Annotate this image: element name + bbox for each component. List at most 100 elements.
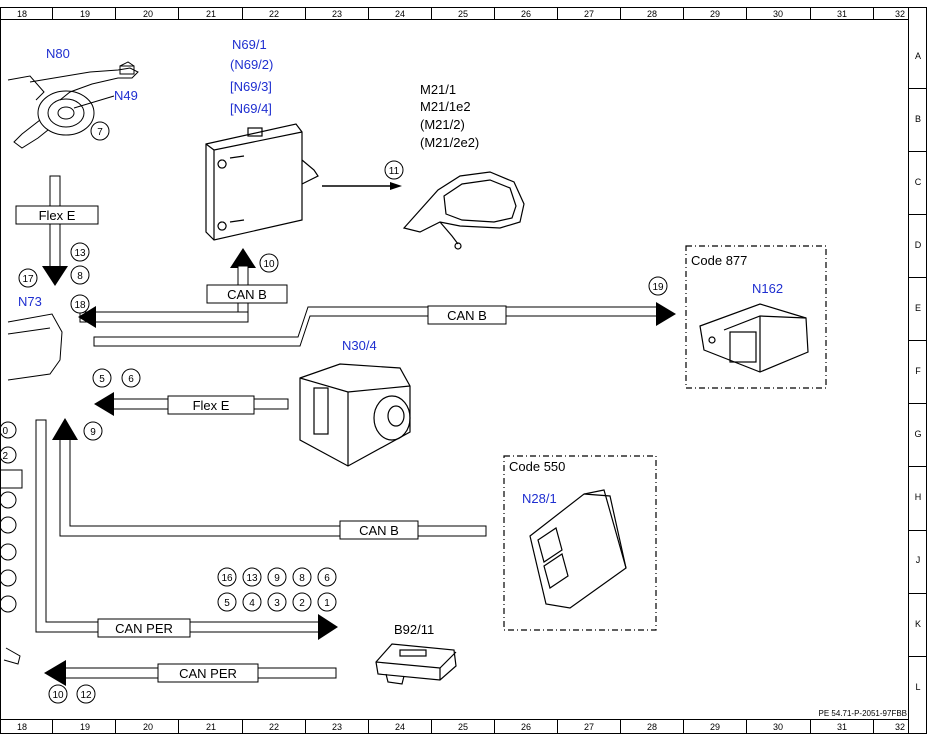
marker-16 xyxy=(217,567,237,587)
row-label: C xyxy=(915,177,922,187)
marker-3 xyxy=(267,592,287,612)
label-code-877: Code 877 xyxy=(691,253,747,268)
marker-text: 10 xyxy=(52,690,64,701)
marker-text: 7 xyxy=(97,127,103,138)
marker-19 xyxy=(648,276,668,296)
edge-marker: 0 xyxy=(2,426,8,437)
col-label: 18 xyxy=(17,722,27,732)
can-b-n69-arrow xyxy=(78,248,288,328)
bus-label-can-b-n28: CAN B xyxy=(359,523,399,538)
marker-4 xyxy=(242,592,262,612)
col-label: 23 xyxy=(332,9,342,19)
document-reference: PE 54.71-P-2051-97FBB xyxy=(819,709,908,718)
col-label: 31 xyxy=(837,9,847,19)
circled-markers xyxy=(18,121,668,704)
marker-10 xyxy=(259,253,279,273)
marker-text: 10 xyxy=(263,259,275,270)
edge-marker: 2 xyxy=(2,451,8,462)
bus-label-can-per-bottom: CAN PER xyxy=(179,666,237,681)
row-label: A xyxy=(915,51,921,61)
col-label: 18 xyxy=(17,9,27,19)
col-label: 32 xyxy=(895,9,905,19)
col-label: 28 xyxy=(647,722,657,732)
label-m21-2e2: (M21/2e2) xyxy=(420,135,479,150)
marker-2 xyxy=(292,592,312,612)
marker-text: 3 xyxy=(274,598,280,609)
marker-text: 5 xyxy=(99,374,105,385)
col-label: 26 xyxy=(521,9,531,19)
mirror-drawing xyxy=(402,171,525,250)
label-code-550: Code 550 xyxy=(509,459,565,474)
marker-text: 13 xyxy=(74,248,86,259)
drawing-frame xyxy=(0,7,927,734)
code-550-box xyxy=(503,455,657,631)
row-label: F xyxy=(915,366,921,376)
label-b92-11: B92/11 xyxy=(394,622,434,637)
col-label: 31 xyxy=(837,722,847,732)
label-n69-3: [N69/3] xyxy=(230,79,272,94)
row-labels: A B C D E F G H J K L xyxy=(914,51,921,692)
label-n69-4: [N69/4] xyxy=(230,101,272,116)
arrow-to-mirror xyxy=(322,182,402,190)
col-label: 21 xyxy=(206,722,216,732)
n30-4-module-drawing xyxy=(299,363,411,467)
bus-label-can-per-top: CAN PER xyxy=(115,621,173,636)
flex-e-vertical-arrow xyxy=(15,175,99,286)
marker-9 xyxy=(83,421,103,441)
col-label: 19 xyxy=(80,9,90,19)
row-label: H xyxy=(915,492,922,502)
marker-text: 5 xyxy=(224,598,230,609)
n162-module-drawing xyxy=(699,303,809,373)
col-label: 23 xyxy=(332,722,342,732)
col-label: 25 xyxy=(458,9,468,19)
label-n30-4: N30/4 xyxy=(342,338,377,353)
col-label: 29 xyxy=(710,9,720,19)
bus-label-can-b-n69: CAN B xyxy=(227,287,267,302)
marker-17 xyxy=(18,268,38,288)
col-label: 30 xyxy=(773,9,783,19)
b92-11-sensor-drawing xyxy=(375,643,457,685)
marker-18 xyxy=(70,294,90,314)
marker-8b xyxy=(292,567,312,587)
label-m21-1e2: M21/1e2 xyxy=(420,99,471,114)
marker-text: 6 xyxy=(128,374,134,385)
marker-12 xyxy=(76,684,96,704)
marker-7 xyxy=(90,121,110,141)
label-m21-2: (M21/2) xyxy=(420,117,465,132)
col-label: 27 xyxy=(584,9,594,19)
n28-1-module-drawing xyxy=(529,489,627,609)
col-label: 29 xyxy=(710,722,720,732)
marker-6 xyxy=(121,368,141,388)
marker-text: 1 xyxy=(324,598,330,609)
row-label: K xyxy=(915,619,921,629)
row-label: B xyxy=(915,114,921,124)
marker-text: 18 xyxy=(74,300,86,311)
marker-text: 6 xyxy=(324,573,330,584)
label-n28-1: N28/1 xyxy=(522,491,557,506)
col-label: 27 xyxy=(584,722,594,732)
col-label: 25 xyxy=(458,722,468,732)
marker-text: 17 xyxy=(22,274,34,285)
col-label: 26 xyxy=(521,722,531,732)
flex-e-horizontal-arrow xyxy=(94,392,289,416)
row-label: J xyxy=(916,555,921,565)
marker-9b xyxy=(267,567,287,587)
can-per-left-arrow xyxy=(44,660,337,686)
steering-column-switch-drawing xyxy=(7,61,139,149)
col-label: 19 xyxy=(80,722,90,732)
marker-text: 8 xyxy=(77,271,83,282)
row-label: D xyxy=(915,240,922,250)
col-label: 24 xyxy=(395,9,405,19)
bus-label-can-b-n162: CAN B xyxy=(447,308,487,323)
n49-leader xyxy=(73,95,115,109)
bus-label-flex-e-top: Flex E xyxy=(39,208,76,223)
marker-text: 9 xyxy=(90,427,96,438)
left-edge-connectors xyxy=(0,421,23,665)
marker-8 xyxy=(70,265,90,285)
marker-5 xyxy=(92,368,112,388)
marker-text: 9 xyxy=(274,573,280,584)
label-m21-1: M21/1 xyxy=(420,82,456,97)
marker-text: 2 xyxy=(299,598,305,609)
row-label: E xyxy=(915,303,921,313)
